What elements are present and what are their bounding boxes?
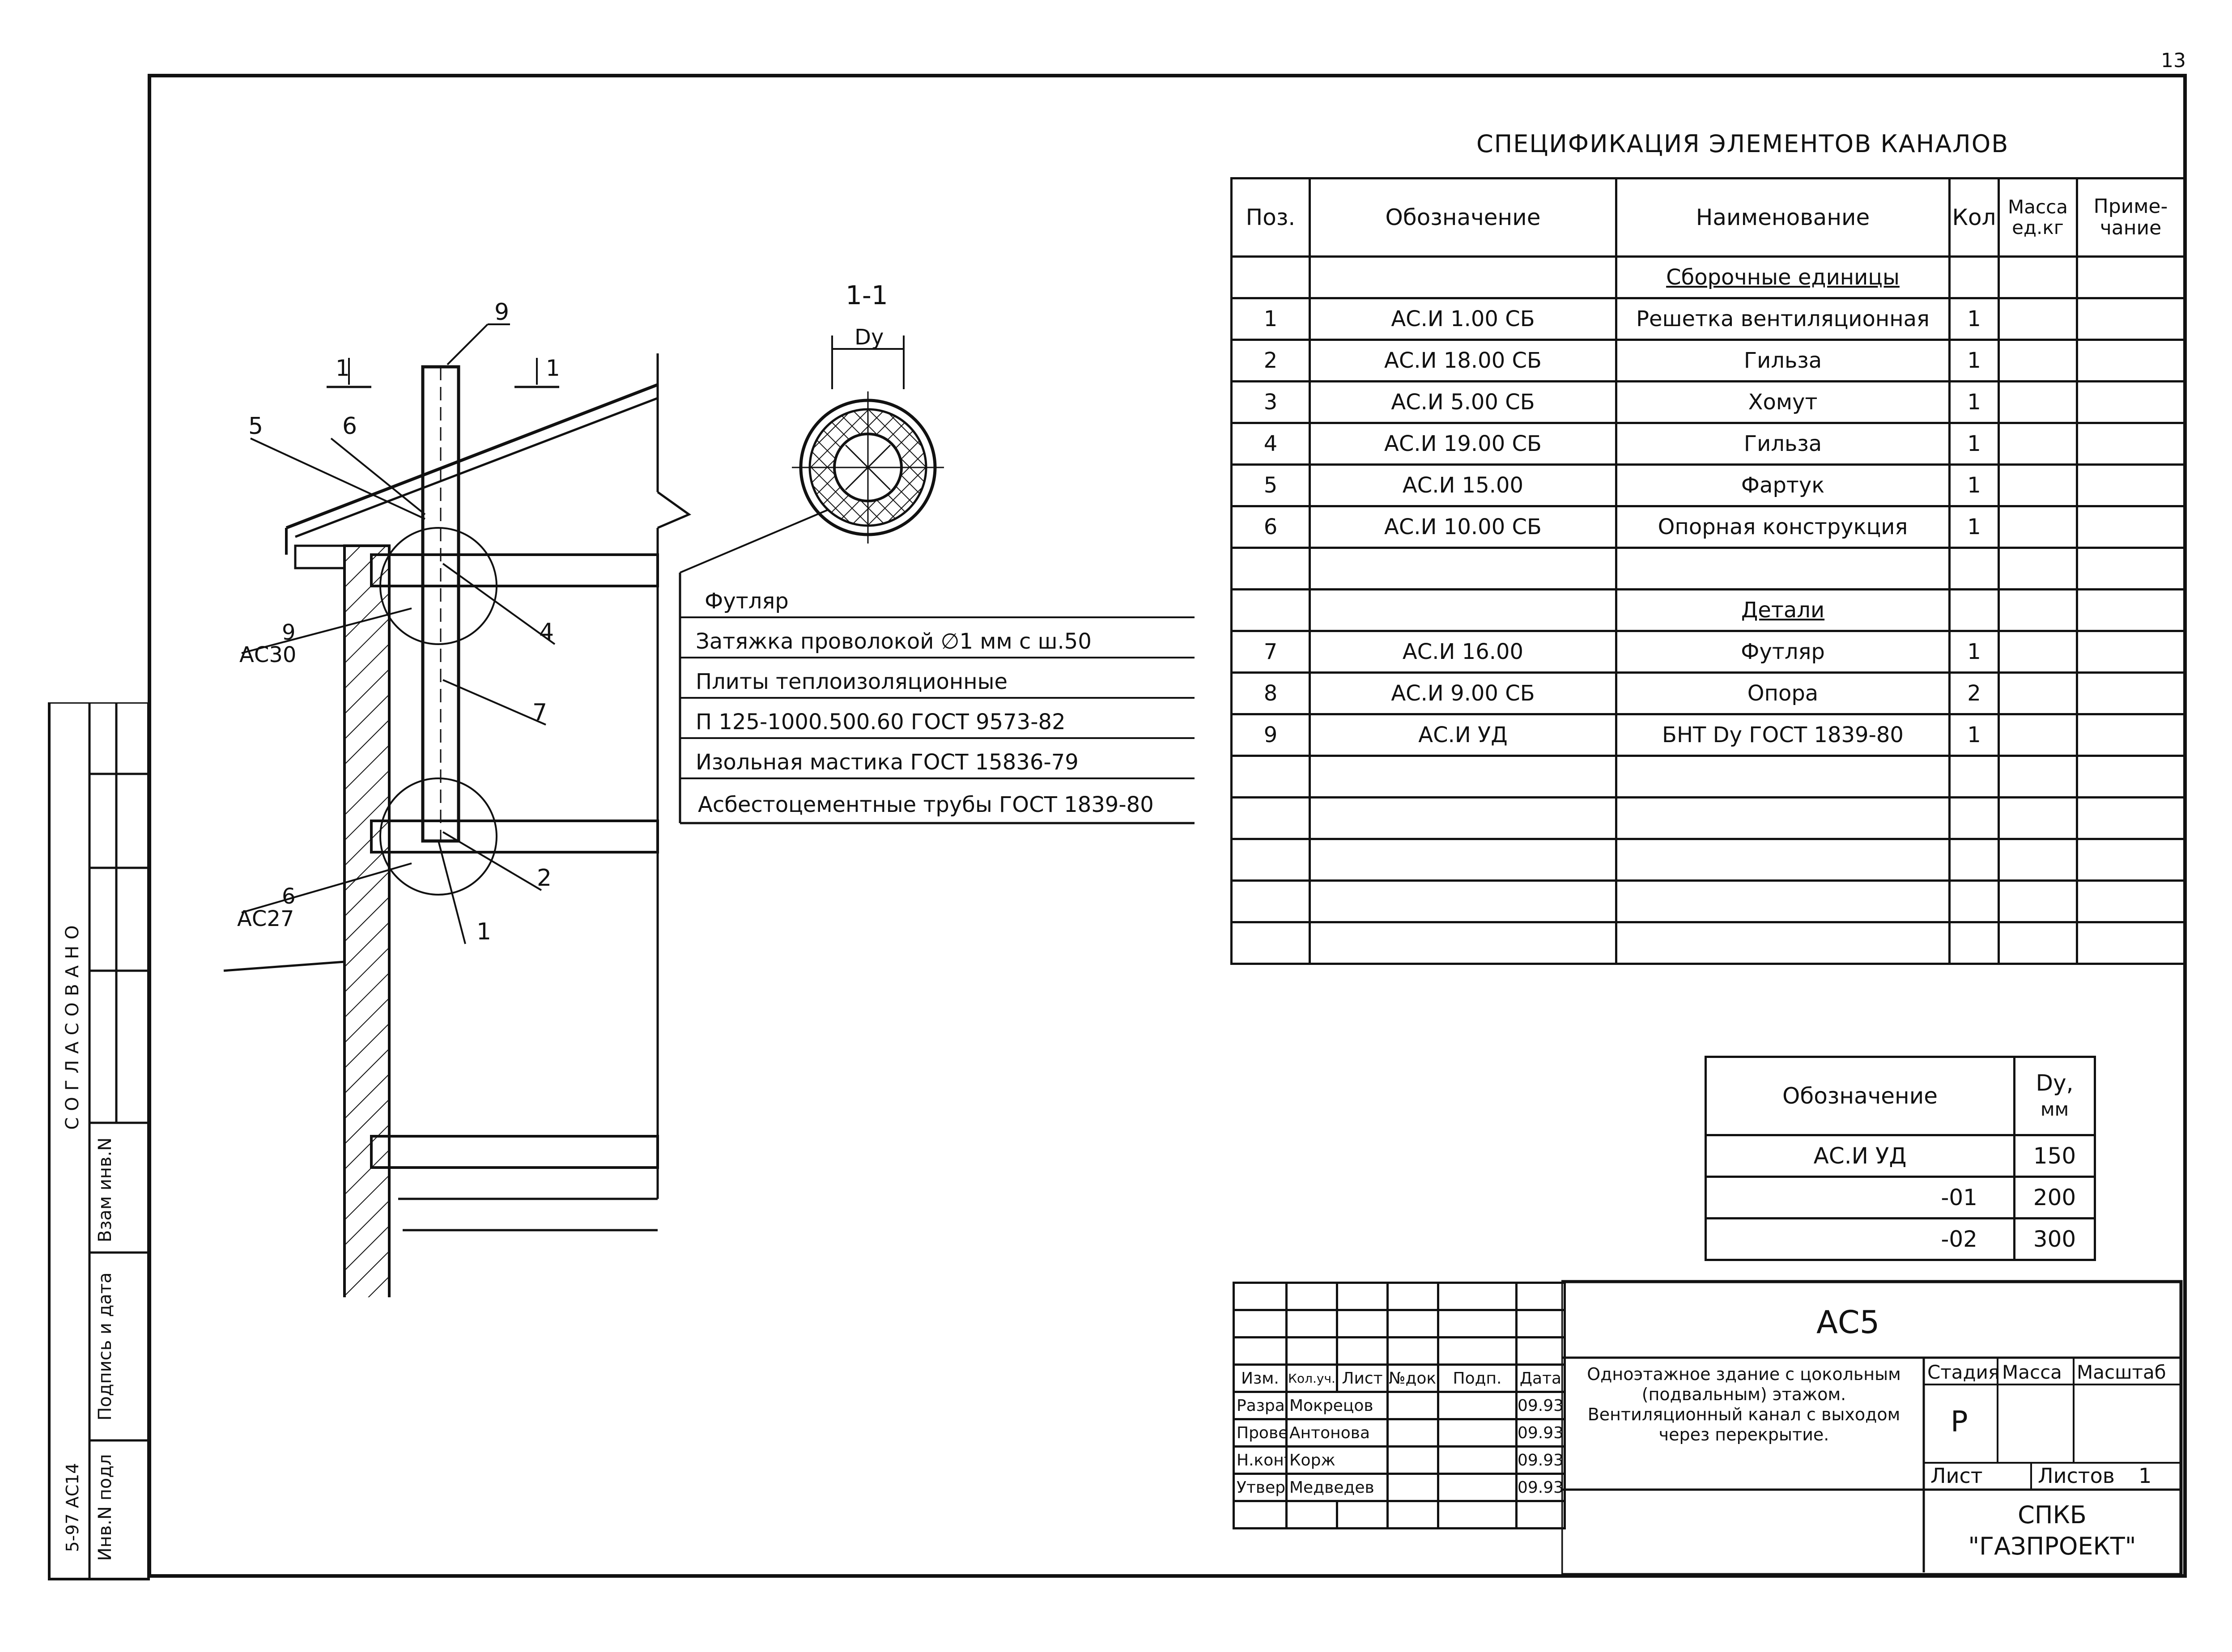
title-line-4: через перекрытие. bbox=[1659, 1425, 1829, 1444]
callout-4: 4 bbox=[539, 619, 554, 646]
section-row: Детали bbox=[1230, 588, 2185, 632]
ref-sheet-ac27: АС27 bbox=[237, 906, 294, 931]
hdr-mass: Масса ед.кг bbox=[1998, 177, 2078, 258]
org-line-2: "ГАЗПРОЕКТ" bbox=[1968, 1532, 2136, 1560]
layer-insulation-gost: П 125-1000.500.60 ГОСТ 9573-82 bbox=[696, 709, 1066, 735]
hdr-note: Приме-чание bbox=[2076, 177, 2185, 258]
ref-num-9: 9 bbox=[282, 620, 296, 645]
inv-original-label: Инв.N подл bbox=[95, 1454, 115, 1561]
section-details: Детали bbox=[1741, 598, 1825, 623]
layer-casing: Футляр bbox=[705, 589, 789, 614]
dy-hdr-dy: Dy,мм bbox=[2013, 1056, 2096, 1136]
dy-hdr-designation: Обозначение bbox=[1705, 1056, 2015, 1136]
title-line-2: (подвальным) этажом. bbox=[1642, 1384, 1846, 1404]
callout-2: 2 bbox=[537, 865, 552, 892]
sheet-label: Лист bbox=[1930, 1464, 1983, 1488]
signature-row: УтвердилМедведев09.93 bbox=[1233, 1473, 1566, 1502]
title-block-main: АС5 Одноэтажное здание с цокольным (подв… bbox=[1561, 1280, 2183, 1576]
section-mark-left: 1 bbox=[336, 355, 350, 381]
hdr-name: Наименование bbox=[1615, 177, 1951, 258]
callout-9: 9 bbox=[494, 299, 509, 326]
empty-row bbox=[1230, 921, 2185, 965]
hdr-pos: Поз. bbox=[1230, 177, 1311, 258]
approval-sidebar: СОГЛАСОВАНО Взам инв.N Подпись и дата Ин… bbox=[48, 702, 150, 1580]
empty-row bbox=[1230, 879, 2185, 923]
building-section-drawing: 9 1 1 5 6 4 7 2 1 9 АС30 6 АС27 bbox=[223, 299, 692, 1297]
section-assembly: Сборочные единицы bbox=[1666, 265, 1900, 290]
section-label: 1-1 bbox=[846, 280, 888, 310]
stage-value: Р bbox=[1951, 1406, 1968, 1439]
layer-insulation: Плиты теплоизоляционные bbox=[696, 669, 1008, 694]
title-line-3: Вентиляционный канал с выходом bbox=[1588, 1405, 1900, 1424]
ref-num-6: 6 bbox=[282, 884, 296, 909]
album-code: 5-97 АС14 bbox=[63, 1463, 82, 1552]
title-line-1: Одноэтажное здание с цокольным bbox=[1587, 1364, 1901, 1384]
layer-pipe: Асбестоцементные трубы ГОСТ 1839-80 bbox=[698, 792, 1154, 817]
mass-label: Масса bbox=[2002, 1361, 2062, 1383]
title-block-header-row: Изм. Кол.уч. Лист №док. Подп. Дата bbox=[1233, 1363, 1566, 1393]
callout-7: 7 bbox=[532, 699, 547, 726]
ref-sheet-ac30: АС30 bbox=[239, 642, 296, 667]
spec-table: Поз. Обозначение Наименование Кол Масса … bbox=[1230, 177, 2185, 965]
pipe-cross-section: 1-1 Dy Футляр Затяжка проволокой ∅1 мм с… bbox=[679, 280, 1195, 824]
approved-label: СОГЛАСОВАНО bbox=[62, 919, 83, 1130]
empty-row bbox=[1230, 838, 2185, 882]
hdr-qty: Кол bbox=[1948, 177, 2000, 258]
hdr-designation: Обозначение bbox=[1309, 177, 1617, 258]
section-mark-right: 1 bbox=[546, 355, 560, 381]
inv-replace-label: Взам инв.N bbox=[95, 1138, 115, 1242]
signature-row: ПроверилАнтонова09.93 bbox=[1233, 1418, 1566, 1448]
title-block-signatures: Изм. Кол.уч. Лист №док. Подп. Дата Разра… bbox=[1233, 1282, 1566, 1529]
callout-6: 6 bbox=[342, 413, 357, 440]
dim-dy: Dy bbox=[855, 325, 884, 350]
layer-wire: Затяжка проволокой ∅1 мм с ш.50 bbox=[696, 629, 1092, 654]
spec-title: СПЕЦИФИКАЦИЯ ЭЛЕМЕНТОВ КАНАЛОВ bbox=[1476, 130, 2009, 158]
stage-label: Стадия bbox=[1927, 1361, 1999, 1383]
spec-header-row: Поз. Обозначение Наименование Кол Масса … bbox=[1230, 177, 2185, 258]
sheet-number: 13 bbox=[2161, 49, 2186, 72]
sign-date-label: Подпись и дата bbox=[95, 1272, 115, 1420]
sheets-label: Листов bbox=[2038, 1464, 2115, 1488]
empty-row bbox=[1230, 796, 2185, 840]
callout-1: 1 bbox=[476, 918, 491, 945]
org-line-1: СПКБ bbox=[2018, 1501, 2087, 1529]
layer-mastic: Изольная мастика ГОСТ 15836-79 bbox=[696, 750, 1079, 775]
drawing-code: АС5 bbox=[1816, 1304, 1879, 1341]
callout-5: 5 bbox=[248, 413, 263, 440]
empty-row bbox=[1230, 547, 2185, 590]
section-row: Сборочные единицы bbox=[1230, 255, 2185, 299]
sheets-value: 1 bbox=[2138, 1464, 2151, 1488]
empty-row bbox=[1230, 755, 2185, 798]
scale-label: Масштаб bbox=[2077, 1361, 2166, 1383]
